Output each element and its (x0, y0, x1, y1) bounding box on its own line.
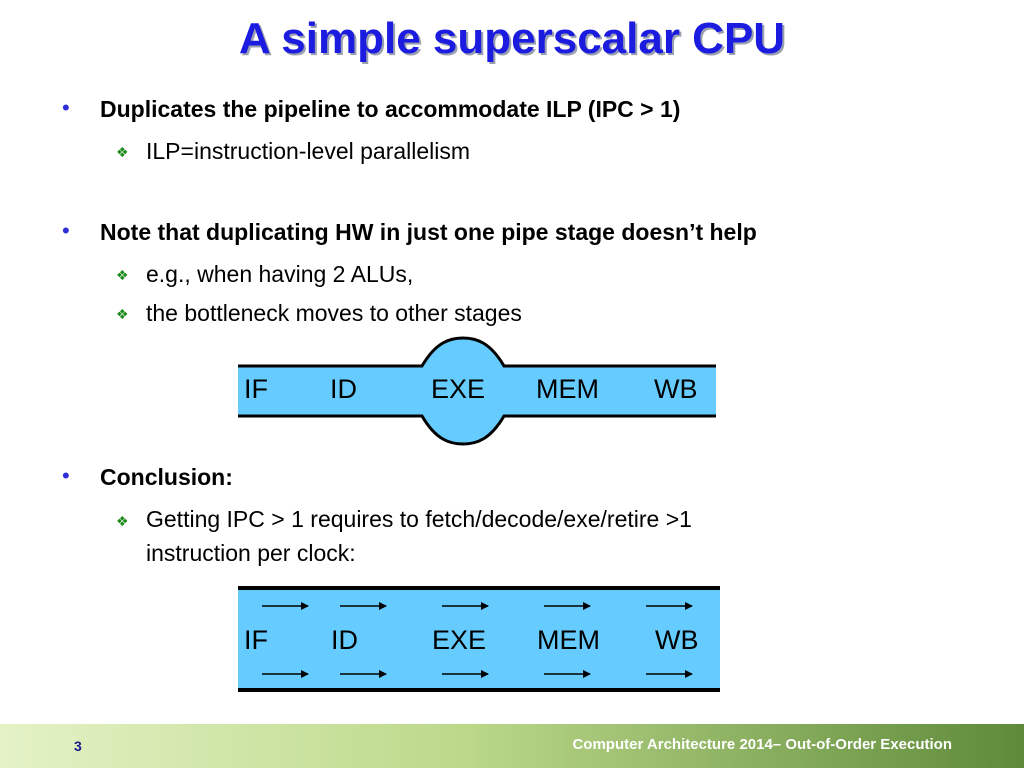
pipeline-1-stage-exe: EXE (431, 374, 486, 404)
bullet-2-sub-2: the bottleneck moves to other stages (146, 300, 522, 326)
pipeline-1-stage-wb: WB (654, 374, 698, 404)
pipeline-1-shape (238, 338, 716, 444)
bullet-1-sub-1: ILP=instruction-level parallelism (146, 138, 471, 164)
bullet-3-sub-1-cont: instruction per clock: (146, 540, 356, 566)
sub-bullet-marker: ❖ (116, 306, 129, 322)
pipeline-1-bottom-edge (238, 414, 716, 446)
pipeline-1-stage-if: IF (244, 374, 268, 404)
bullet-marker: • (62, 218, 70, 243)
bullet-marker: • (62, 463, 70, 488)
pipeline-1-top-edge (238, 336, 716, 368)
pipeline-2-stage-if: IF (244, 625, 268, 655)
footer-text: Computer Architecture 2014– Out-of-Order… (572, 736, 952, 753)
slide-title: A simple superscalar CPU (238, 14, 786, 63)
bullet-2-text: Note that duplicating HW in just one pip… (100, 219, 757, 245)
slide-footer: 3 Computer Architecture 2014– Out-of-Ord… (0, 724, 1024, 768)
pipeline-1-stage-id: ID (330, 374, 357, 404)
page-number: 3 (74, 738, 82, 754)
bullet-3-text: Conclusion: (100, 464, 233, 490)
pipeline-diagram-1 (238, 336, 716, 446)
pipeline-diagram-2 (238, 586, 720, 692)
bullet-2-sub-1: e.g., when having 2 ALUs, (146, 261, 414, 287)
bullet-3-sub-1: Getting IPC > 1 requires to fetch/decode… (146, 506, 692, 532)
pipeline-2-stage-wb: WB (655, 625, 699, 655)
pipeline-2-stage-mem: MEM (537, 625, 600, 655)
bullet-1-text: Duplicates the pipeline to accommodate I… (100, 96, 681, 122)
sub-bullet-marker: ❖ (116, 267, 129, 283)
sub-bullet-marker: ❖ (116, 513, 129, 529)
pipeline-2-stage-exe: EXE (432, 625, 487, 655)
sub-bullet-marker: ❖ (116, 144, 129, 160)
pipeline-2-stage-id: ID (331, 625, 358, 655)
bullet-marker: • (62, 95, 70, 120)
pipeline-2-body (238, 588, 720, 690)
pipeline-1-stage-mem: MEM (536, 374, 599, 404)
